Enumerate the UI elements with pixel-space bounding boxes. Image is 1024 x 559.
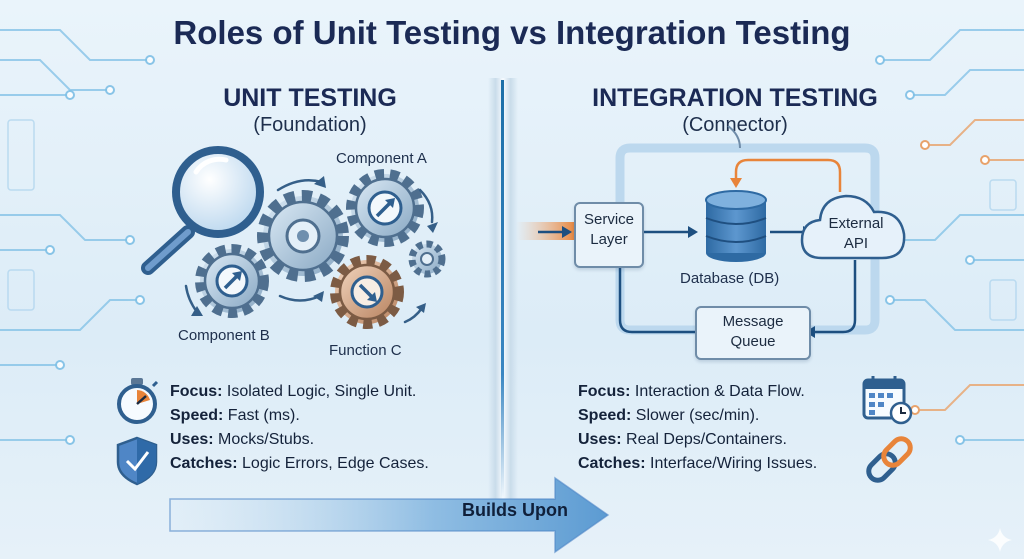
shield-icon xyxy=(116,436,158,486)
center-divider-line xyxy=(501,80,504,500)
unit-fact-speed: Speed: Fast (ms). xyxy=(170,407,300,424)
cloud-icon xyxy=(800,194,906,260)
database-label: Database (DB) xyxy=(680,270,780,287)
component-a-label: Component A xyxy=(336,150,427,167)
gear-icon xyxy=(408,240,446,278)
gear-icon xyxy=(195,244,269,318)
stopwatch-icon xyxy=(117,378,159,424)
component-b-label: Component B xyxy=(178,327,270,344)
message-queue-node: Message Queue xyxy=(695,306,811,360)
unit-fact-catches: Catches: Logic Errors, Edge Cases. xyxy=(170,455,429,472)
calendar-clock-icon xyxy=(862,376,913,425)
integration-fact-speed: Speed: Slower (sec/min). xyxy=(578,407,760,424)
integration-facts-list: Focus: Interaction & Data Flow. Speed: S… xyxy=(578,380,817,476)
function-c-label: Function C xyxy=(329,342,402,359)
integration-testing-title: INTEGRATION TESTING xyxy=(592,84,878,112)
integration-fact-focus: Focus: Interaction & Data Flow. xyxy=(578,383,805,400)
unit-testing-subtitle: (Foundation) xyxy=(253,114,367,136)
database-icon xyxy=(705,190,767,262)
chain-link-icon xyxy=(866,436,913,483)
service-layer-node: Service Layer xyxy=(574,202,644,268)
external-api-node: External API xyxy=(828,215,884,252)
unit-facts-list: Focus: Isolated Logic, Single Unit. Spee… xyxy=(170,380,429,476)
unit-fact-focus: Focus: Isolated Logic, Single Unit. xyxy=(170,383,417,400)
gear-icon xyxy=(257,190,349,282)
magnifier-icon xyxy=(141,146,264,275)
gear-icon xyxy=(330,255,404,329)
integration-fact-uses: Uses: Real Deps/Containers. xyxy=(578,431,787,448)
integration-fact-catches: Catches: Interface/Wiring Issues. xyxy=(578,455,818,472)
integration-testing-subtitle: (Connector) xyxy=(682,114,788,136)
unit-testing-title: UNIT TESTING xyxy=(223,84,397,112)
unit-fact-uses: Uses: Mocks/Stubs. xyxy=(170,431,315,448)
builds-upon-label: Builds Upon xyxy=(462,500,568,520)
page-title: Roles of Unit Testing vs Integration Tes… xyxy=(173,14,851,51)
gear-icon xyxy=(346,169,424,247)
